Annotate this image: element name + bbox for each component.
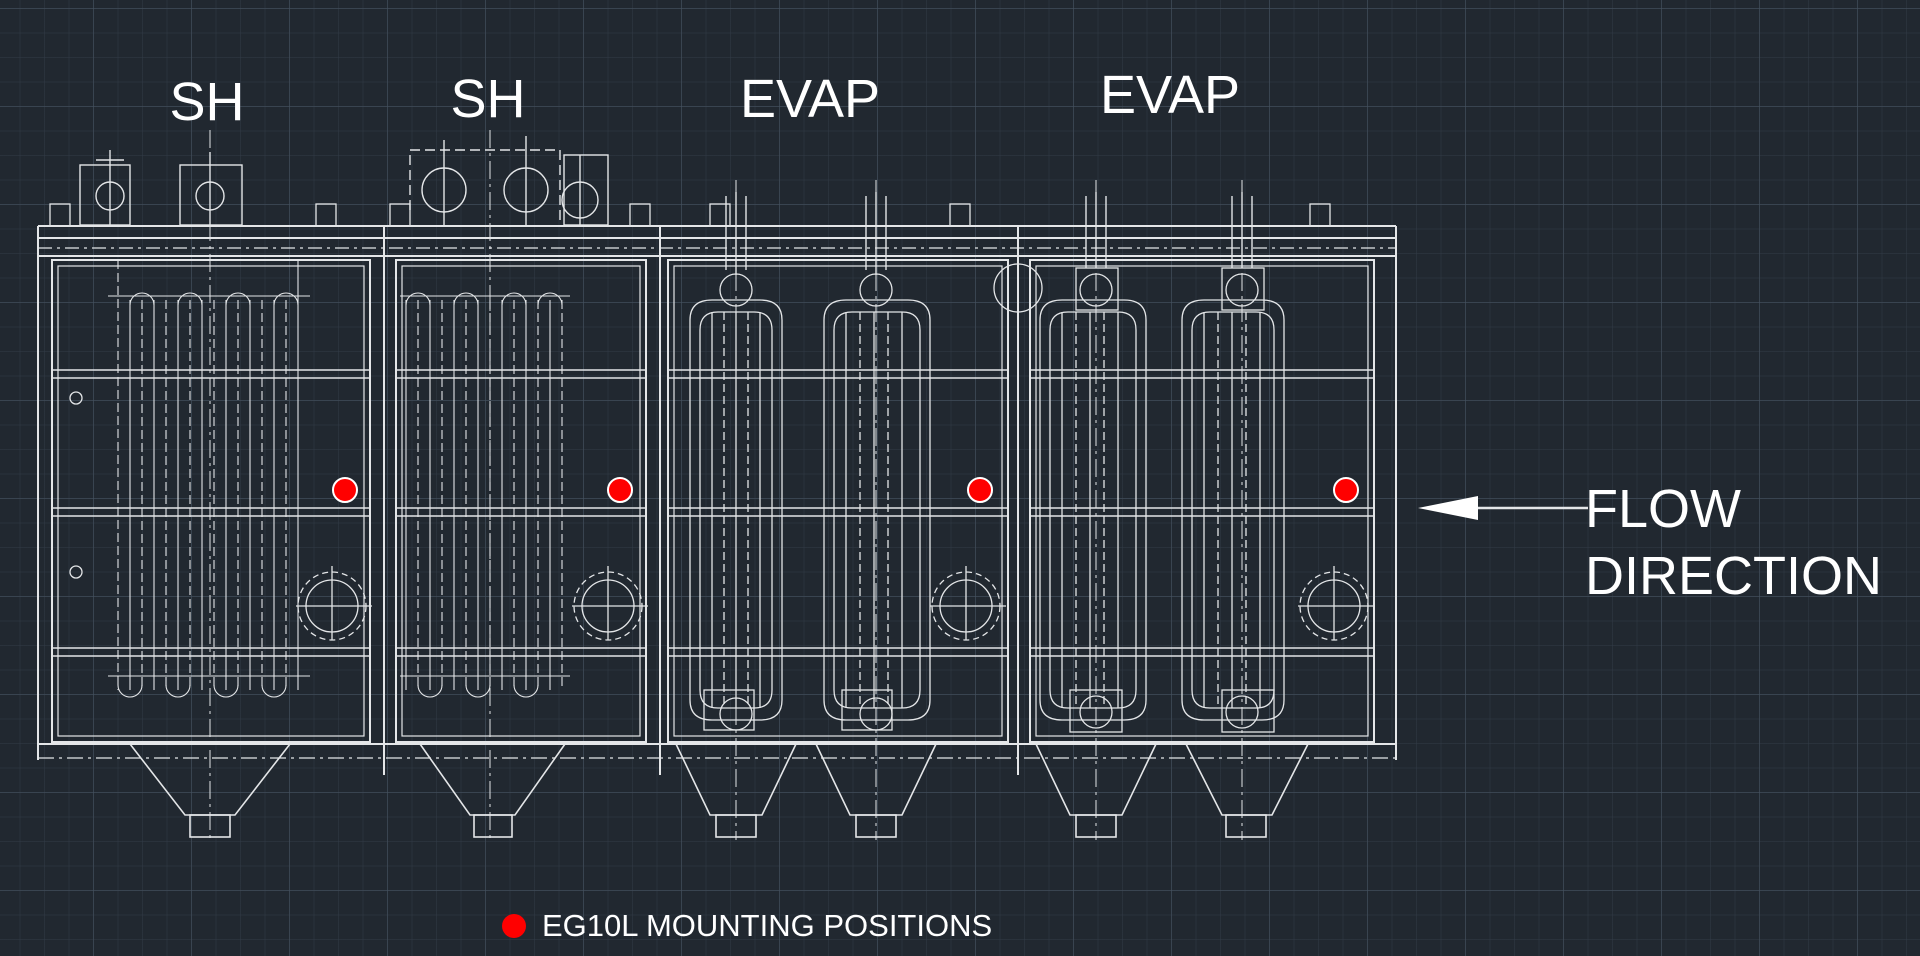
mounting-marker-2 — [607, 477, 633, 503]
section-label-sh-2: SH — [450, 69, 525, 129]
flow-direction-label-line1: FLOW — [1585, 479, 1741, 539]
equipment-linework — [37, 130, 1397, 840]
section-label-evap-2: EVAP — [1100, 65, 1240, 125]
legend-marker — [502, 914, 526, 938]
mounting-marker-1 — [332, 477, 358, 503]
section-label-sh-1: SH — [169, 72, 244, 132]
mounting-marker-3 — [967, 477, 993, 503]
flow-direction-arrow — [1418, 496, 1588, 520]
legend-label: EG10L MOUNTING POSITIONS — [542, 908, 992, 943]
mounting-marker-4 — [1333, 477, 1359, 503]
mounting-markers — [332, 477, 1359, 503]
section-label-evap-1: EVAP — [740, 69, 880, 129]
flow-direction-label-line2: DIRECTION — [1585, 546, 1882, 606]
